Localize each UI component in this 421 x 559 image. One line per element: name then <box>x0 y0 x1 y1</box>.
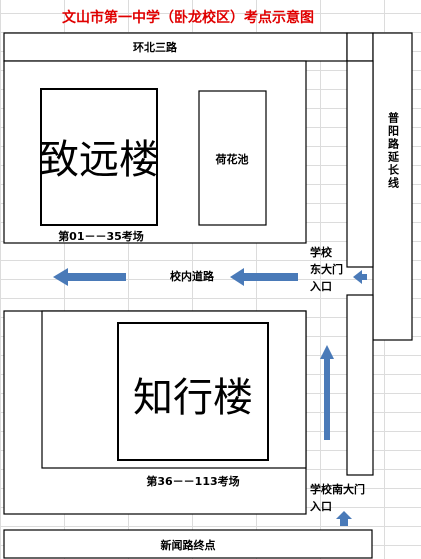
lotus-pond-label: 荷花池 <box>215 152 249 166</box>
south-gate-entry-arrow <box>336 511 352 526</box>
building-zhiyuan <box>40 88 158 226</box>
block-corner-ne <box>346 32 374 62</box>
east-gate-label-line3: 入口 <box>310 280 332 293</box>
road-label-east: 普阳路延长线 <box>387 111 401 190</box>
map-title: 文山市第一中学（卧龙校区）考点示意图 <box>62 9 314 26</box>
building-zhixing-name: 知行楼 <box>133 375 253 421</box>
east-gate-entry-arrow <box>353 270 367 284</box>
building-zhiyuan-name: 致远楼 <box>39 137 159 183</box>
block-east-strip-upper <box>346 60 374 268</box>
arrow-left-secondary <box>230 268 298 286</box>
south-gate-label-line2: 入口 <box>310 500 332 513</box>
block-east-road <box>372 32 413 341</box>
road-label-north: 环北三路 <box>133 40 178 54</box>
arrow-left-main <box>53 268 126 286</box>
east-gate-label-line2: 东大门 <box>310 262 343 276</box>
block-north-road <box>3 32 348 62</box>
road-label-south: 新闻路终点 <box>161 538 216 552</box>
building-zhiyuan-rooms: 第01－－35考场 <box>58 229 144 243</box>
building-zhixing-rooms: 第36－－113考场 <box>146 474 239 488</box>
building-zhixing <box>117 322 269 461</box>
block-east-strip-lower <box>346 294 374 476</box>
south-gate-label-line1: 学校南大门 <box>310 482 365 496</box>
lotus-pond <box>198 90 267 226</box>
road-label-inner: 校内道路 <box>170 269 215 283</box>
east-gate-label-line1: 学校 <box>310 245 333 259</box>
arrow-up-east-road <box>320 345 334 440</box>
block-south-road <box>3 529 373 559</box>
